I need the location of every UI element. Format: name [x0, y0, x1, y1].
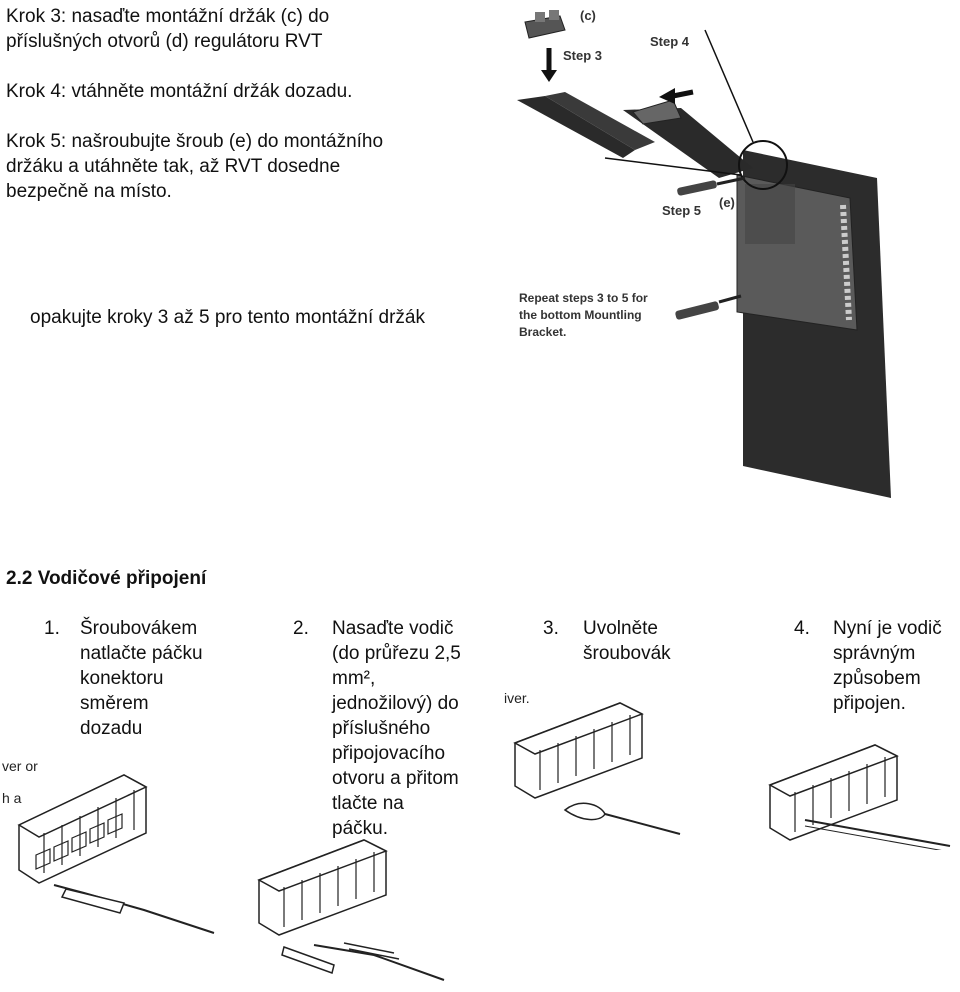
step-1-number: 1.: [44, 618, 60, 639]
arrow-left: [659, 88, 694, 104]
label-repeat-2: the bottom Mountling: [519, 308, 642, 322]
step-2-number: 2.: [293, 618, 309, 639]
bracket-lever-left: [517, 96, 635, 158]
screwdriver-1: [53, 884, 215, 934]
label-step3: Step 3: [563, 48, 602, 63]
bracket-c: [524, 10, 566, 39]
detail-circle: [738, 140, 788, 190]
screwdriver-bottom: [675, 294, 742, 320]
label-repeat-1: Repeat steps 3 to 5 for: [519, 291, 648, 305]
controller-terminals: [840, 204, 852, 321]
fragment-left-1: ver or: [2, 758, 38, 774]
arrow-down: [541, 48, 557, 82]
wire-4: [804, 819, 951, 850]
step-4-text: Nyní je vodič správným způsobem připojen…: [833, 618, 942, 714]
step5-text: Krok 5: našroubujte šroub (e) do montážn…: [6, 131, 384, 202]
label-c: (c): [580, 8, 596, 23]
screwdriver-3: [563, 802, 681, 835]
step-1-text: Šroubovákem natlačte páčku konektoru smě…: [80, 618, 203, 739]
connector-figure-2: [257, 839, 445, 981]
label-repeat-3: Bracket.: [519, 325, 566, 339]
fragment-left-2: h a: [2, 790, 22, 806]
fragment-col3: iver.: [504, 690, 530, 706]
label-e: (e): [719, 195, 735, 210]
bracket-lever-right: [623, 108, 753, 178]
mounting-bracket-figure: (c) Step 3 Step 4 Step 5 (e) Repeat step…: [517, 8, 891, 498]
connector-figure-1: [17, 774, 215, 934]
label-step4: Step 4: [650, 34, 690, 49]
section-heading: 2.2 Vodičové připojení: [6, 568, 207, 589]
step4-text: Krok 4: vtáhněte montážní držák dozadu.: [6, 81, 353, 102]
label-step5: Step 5: [662, 203, 701, 218]
step-4-number: 4.: [794, 618, 810, 639]
wire-2: [281, 942, 445, 981]
step-3-text: Uvolněte šroubovák: [583, 618, 671, 664]
repeat-text: opakujte kroky 3 až 5 pro tento montážní…: [30, 307, 425, 328]
connector-figure-4: [768, 744, 951, 850]
connector-figure-3: [513, 702, 681, 835]
step-3-number: 3.: [543, 618, 559, 639]
step-2-text: Nasaďte vodič (do průřezu 2,5 mm², jedno…: [332, 618, 461, 839]
screwdriver-step5: [677, 176, 746, 196]
step3-text: Krok 3: nasaďte montážní držák (c) do př…: [6, 6, 330, 52]
